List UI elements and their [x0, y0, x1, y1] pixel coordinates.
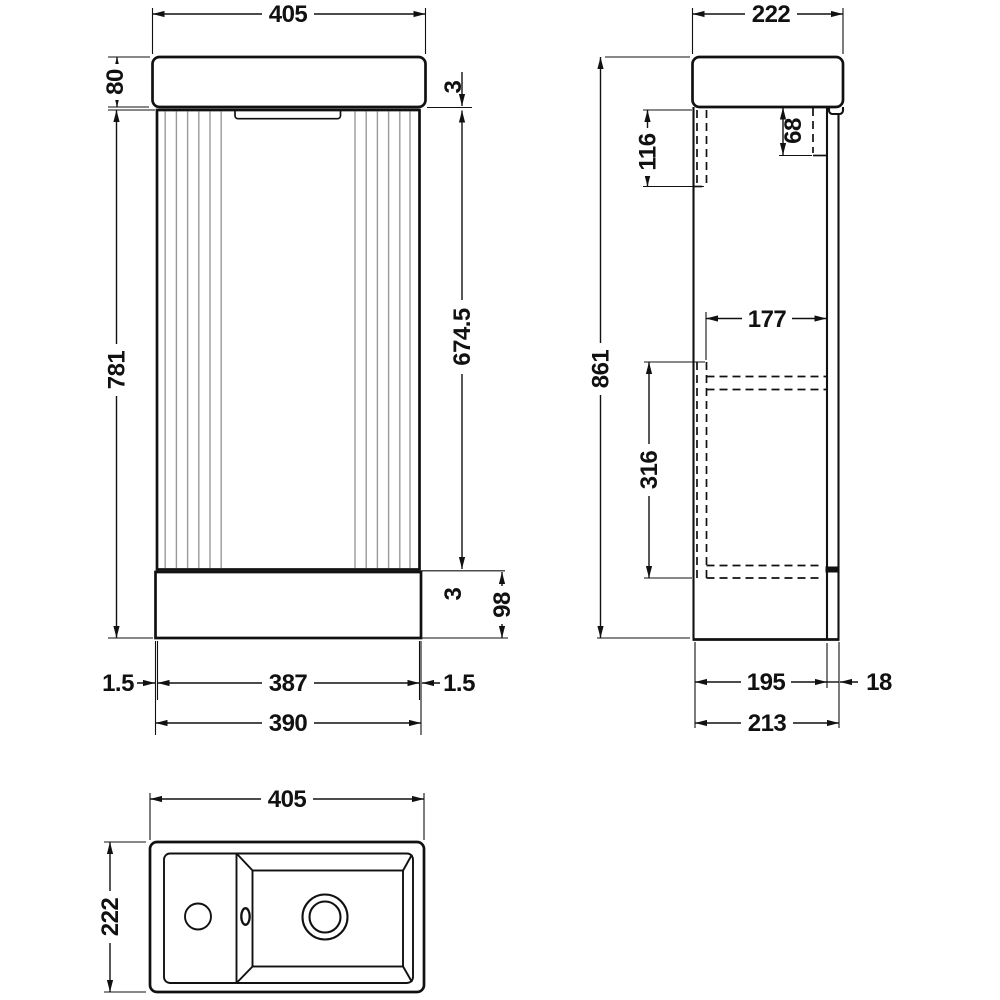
dim-side-overall-depth: 222 [752, 1, 791, 28]
plan-bowl-slope-lines [236, 853, 413, 983]
plan-waste-inner [308, 900, 342, 934]
dim-side-lower-section: 316 [636, 451, 663, 490]
side-view [691, 55, 845, 641]
dim-front-cabinet-width: 390 [269, 710, 308, 737]
dim-front-door-height: 674.5 [449, 308, 476, 366]
dim-side-back-rail: 68 [780, 118, 807, 144]
plan-tap-hole [184, 902, 212, 931]
plan-waste-outer [301, 893, 349, 941]
front-door-outline [155, 108, 421, 571]
dim-side-back-gap: 18 [866, 669, 892, 696]
plan-overflow-hole [240, 907, 251, 926]
dim-front-top-gap: 3 [440, 80, 467, 93]
plan-basin-inner-rim [163, 852, 414, 984]
front-door-flutes-right [354, 111, 411, 568]
front-basin-outline [151, 55, 427, 109]
dim-side-shelf-depth: 177 [748, 306, 787, 333]
dim-front-door-width: 387 [269, 670, 308, 697]
plan-basin-outline [148, 840, 426, 994]
dim-side-top-rail: 116 [635, 133, 662, 170]
dim-front-bottom-gap: 3 [440, 587, 467, 600]
side-hidden-lines [694, 108, 827, 579]
dim-front-overall-width: 405 [269, 1, 308, 28]
dim-plan-overall-depth: 222 [97, 898, 124, 937]
front-view [151, 55, 427, 640]
dim-side-internal-depth: 195 [747, 669, 786, 696]
dim-side-overall-height: 861 [588, 350, 615, 389]
dim-front-unit-height: 781 [104, 351, 131, 390]
dim-front-right-margin: 1.5 [443, 670, 475, 697]
front-plinth-outline [154, 570, 423, 640]
side-dimensions: 222 861 116 68 177 316 195 18 [587, 1, 892, 737]
dim-front-plinth-height: 98 [489, 592, 516, 618]
dim-plan-overall-width: 405 [268, 786, 307, 813]
side-basin-back-lip [827, 107, 845, 116]
dim-front-basin-height: 80 [102, 69, 129, 95]
plan-view [148, 840, 426, 994]
front-door-flutes-left [164, 111, 222, 568]
plan-dimensions: 405 222 [97, 786, 425, 993]
side-fixing-bracket [825, 566, 839, 573]
plan-bowl-outline [251, 869, 404, 968]
front-door-handle-recess [234, 110, 342, 120]
side-basin-outline [691, 55, 845, 109]
front-dimensions: 405 80 3 674.5 781 3 98 387 1.5 [102, 1, 516, 737]
dim-front-left-margin: 1.5 [102, 670, 134, 697]
dim-side-cabinet-depth: 213 [748, 710, 787, 737]
